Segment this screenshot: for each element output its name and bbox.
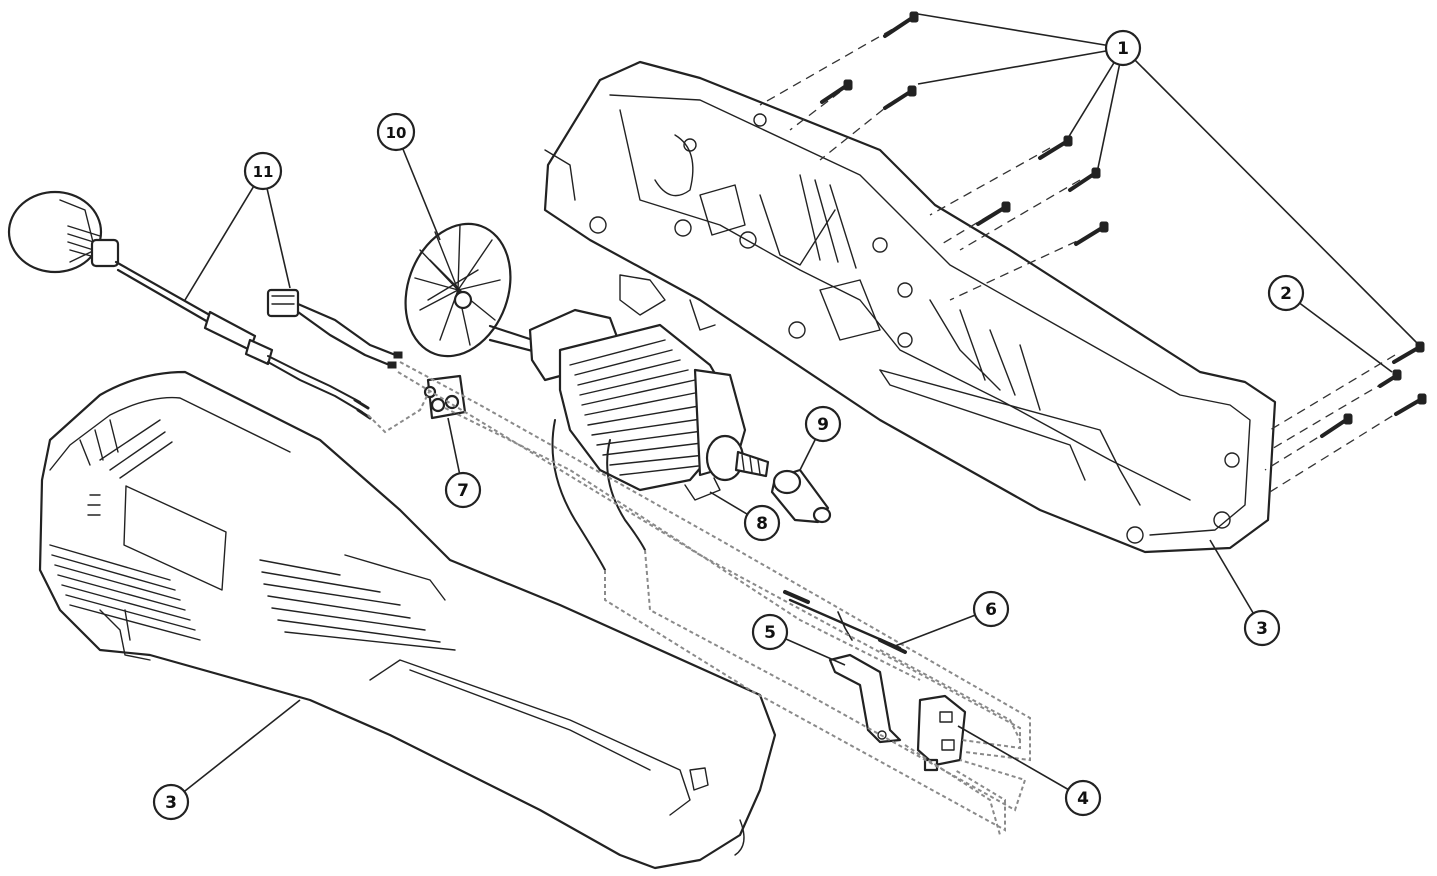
callout-3-upper: 3 — [1243, 609, 1281, 647]
power-cord — [7, 190, 372, 420]
callout-9: 9 — [804, 405, 842, 443]
housing-screws — [759, 11, 1427, 496]
callout-label: 10 — [386, 124, 407, 142]
screw — [883, 11, 919, 38]
callout-1: 1 — [1104, 29, 1142, 67]
callout-11: 11 — [243, 151, 283, 191]
callout-3-lower: 3 — [152, 783, 190, 821]
callout-8: 8 — [743, 504, 781, 542]
callout-label: 2 — [1280, 284, 1292, 304]
screw — [976, 201, 1011, 226]
small-screw — [1378, 369, 1402, 388]
motor — [488, 308, 770, 571]
switch-bracket — [828, 653, 902, 744]
callout-label: 3 — [1256, 619, 1268, 639]
callout-label: 4 — [1077, 789, 1089, 809]
callout-label: 5 — [764, 623, 776, 643]
screw — [820, 79, 853, 104]
callout-10: 10 — [376, 112, 416, 152]
callout-label: 8 — [756, 514, 768, 534]
brush-sleeve — [770, 468, 832, 524]
callout-6: 6 — [972, 590, 1010, 628]
screw — [1392, 341, 1425, 364]
callout-2: 2 — [1267, 274, 1305, 312]
callout-label: 9 — [817, 415, 829, 435]
callout-4: 4 — [1064, 779, 1102, 817]
capacitor-wire — [783, 590, 907, 654]
screw — [883, 85, 917, 110]
screw — [1038, 135, 1073, 160]
fan — [404, 222, 512, 358]
callout-label: 1 — [1117, 39, 1129, 59]
screw — [1068, 167, 1101, 192]
callout-label: 11 — [253, 163, 274, 181]
lower-housing-half — [38, 370, 777, 870]
callout-label: 7 — [457, 481, 469, 501]
leader-lines — [170, 13, 1419, 803]
screw — [1074, 221, 1109, 246]
wiring-paths — [367, 361, 1031, 836]
callout-label: 6 — [985, 600, 997, 620]
callout-label: 3 — [165, 793, 177, 813]
callout-5: 5 — [751, 613, 789, 651]
callout-7: 7 — [444, 471, 482, 509]
connector-wires — [266, 288, 403, 369]
screw — [1394, 393, 1427, 416]
terminal-block — [423, 374, 467, 420]
upper-housing-half — [543, 60, 1277, 554]
screw — [1320, 413, 1353, 438]
